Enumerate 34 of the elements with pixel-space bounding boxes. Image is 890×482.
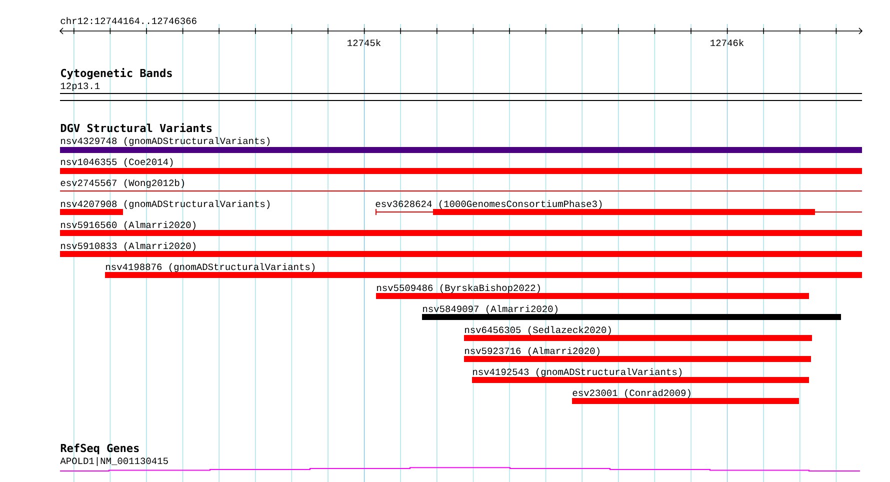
tick-label: 12745k	[348, 39, 381, 46]
variant-feature: nsv6456305 (Sedlazeck2020)	[464, 326, 812, 341]
variant-feature: nsv4207908 (gnomADStructuralVariants)	[60, 200, 270, 215]
variant-feature: nsv5916560 (Almarri2020)	[60, 221, 862, 236]
variant-feature: nsv5509486 (ByrskaBishop2022)	[376, 284, 810, 299]
variant-feature: nsv5849097 (Almarri2020)	[422, 305, 841, 320]
node-label: nsv5923716 (Almarri2020)	[465, 347, 600, 356]
gene-feature: APOLD1|NM_001130415	[60, 457, 860, 472]
node-label: nsv5916560 (Almarri2020)	[61, 221, 196, 230]
node-label: nsv4192543 (gnomADStructuralVariants)	[473, 368, 682, 377]
band-name: 12p13.1	[60, 82, 100, 91]
node-label: nsv4198876 (gnomADStructuralVariants)	[106, 263, 315, 272]
node-label: nsv5509486 (ByrskaBishop2022)	[377, 284, 540, 293]
variant-feature: esv3628624 (1000GenomesConsortiumPhase3)	[376, 200, 862, 216]
variant-feature: esv23001 (Conrad2009)	[572, 389, 799, 404]
track-heading: Cytogenetic Bands	[61, 68, 172, 80]
node-label: esv3628624 (1000GenomesConsortiumPhase3)	[376, 200, 602, 209]
node-label: nsv1046355 (Coe2014)	[61, 158, 173, 167]
variant-feature: esv2745567 (Wong2012b)	[60, 179, 862, 192]
node-label: nsv5910833 (Almarri2020)	[61, 242, 196, 251]
node-label: nsv4207908 (gnomADStructuralVariants)	[61, 200, 270, 209]
node-label: nsv5849097 (Almarri2020)	[423, 305, 558, 314]
node-label: nsv6456305 (Sedlazeck2020)	[465, 326, 611, 335]
variant-feature: nsv4192543 (gnomADStructuralVariants)	[472, 368, 810, 383]
variant-feature: nsv4198876 (gnomADStructuralVariants)	[105, 263, 862, 278]
location-title: chr12:12744164..12746366	[60, 17, 196, 24]
variant-feature: nsv5910833 (Almarri2020)	[60, 242, 862, 257]
track-heading: DGV Structural Variants	[60, 123, 212, 132]
variant-feature: nsv5923716 (Almarri2020)	[464, 347, 811, 362]
tick-label: 12746k	[710, 39, 744, 46]
variant-feature: nsv1046355 (Coe2014)	[60, 158, 862, 174]
node-label: esv23001 (Conrad2009)	[572, 389, 690, 398]
node-label: nsv4329748 (gnomADStructuralVariants)	[61, 137, 270, 146]
variant-feature: nsv4329748 (gnomADStructuralVariants)	[60, 137, 862, 153]
